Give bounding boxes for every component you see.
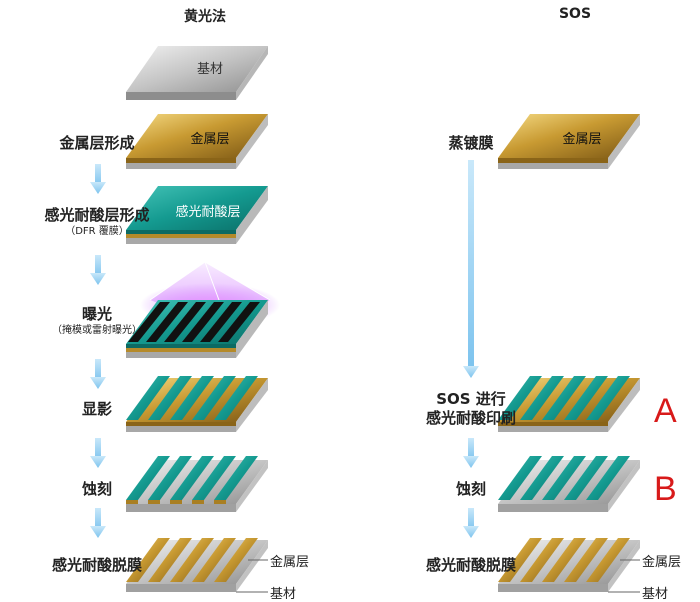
left-plate-base [126, 46, 268, 100]
arrow-down-icon [90, 359, 106, 389]
right-plate-stripped [498, 538, 640, 592]
arrow-down-icon [90, 164, 106, 194]
callout-lines [236, 559, 640, 593]
left-plate-stripped [126, 538, 268, 592]
marker-a: A [654, 392, 677, 430]
marker-b: B [654, 470, 677, 508]
left-step-strip: 感光耐酸脱膜 [51, 556, 142, 574]
left-step-metal: 金属层形成 [59, 134, 135, 152]
right-step-strip: 感光耐酸脱膜 [425, 556, 516, 574]
right-plate-etched [498, 456, 640, 512]
long-arrow-down-icon [463, 160, 479, 378]
plate-label-base: 基材 [196, 62, 223, 77]
callout-base-left: 基材 [270, 587, 297, 602]
left-step-resist: 感光耐酸层形成 （DFR 覆膜） [44, 206, 150, 237]
right-step-etch: 蚀刻 [455, 480, 486, 498]
arrow-down-icon [90, 508, 106, 538]
left-step-exposure: 曝光 （掩模或雷射曝光） [52, 305, 142, 336]
arrow-down-icon [90, 255, 106, 285]
callout-metal-left: 金属层 [270, 555, 310, 570]
left-plate-developed [126, 376, 268, 432]
right-step-sos-print: SOS 进行 感光耐酸印刷 [425, 390, 516, 427]
left-step-develop: 显影 [81, 400, 112, 418]
right-arrows [463, 160, 479, 538]
right-plate-metal [498, 114, 640, 169]
plate-label-metal: 金属层 [190, 132, 230, 147]
right-plate-printed [498, 376, 640, 432]
right-column-title: SOS [558, 6, 592, 22]
left-plate-metal [126, 114, 268, 169]
plate-label-resist: 感光耐酸层 [175, 205, 241, 220]
right-step-evaporation: 蒸镀膜 [448, 134, 494, 152]
callout-base-right: 基材 [642, 587, 669, 602]
left-plate-etched [126, 456, 268, 512]
left-column-title: 黄光法 [184, 9, 226, 25]
left-arrows [90, 164, 106, 538]
callout-metal-right: 金属层 [642, 555, 682, 570]
plate-label-metal-right: 金属层 [562, 132, 602, 147]
left-step-etch: 蚀刻 [81, 480, 112, 498]
arrow-down-icon [463, 508, 479, 538]
left-plate-resist [126, 186, 268, 244]
arrow-down-icon [90, 438, 106, 468]
arrow-down-icon [463, 438, 479, 468]
left-plate-exposure [126, 261, 280, 358]
